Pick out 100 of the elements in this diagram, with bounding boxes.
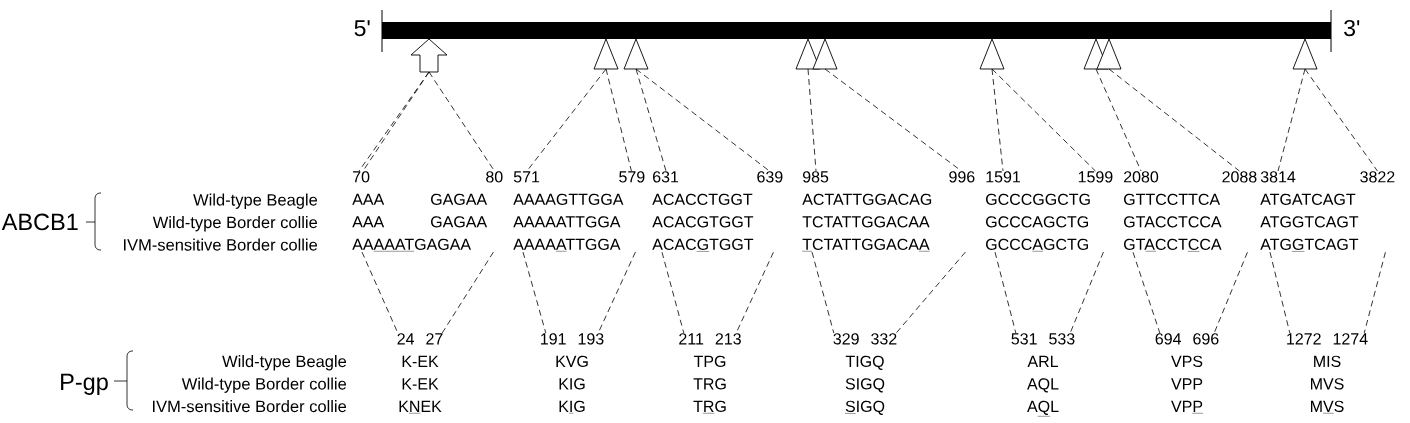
gene-label: P-gp (61, 373, 108, 395)
leader-line (991, 68, 1004, 172)
amino-acid-sequence: MVS (1311, 378, 1344, 390)
position-number: 1599 (1078, 171, 1113, 183)
leader-line (1304, 68, 1378, 172)
position-number: 27 (426, 333, 443, 345)
leader-line (895, 251, 966, 334)
dna-sequence: ACACGTGGT (652, 238, 754, 252)
row-label: IVM-sensitive Border collie (124, 238, 318, 251)
triangle-marker (593, 38, 619, 70)
position-number: 70 (353, 171, 370, 183)
position-number: 985 (802, 171, 829, 183)
position-number: 639 (757, 171, 783, 183)
dna-sequence: ACACGTGGT (652, 216, 754, 228)
position-number: 3822 (1360, 171, 1395, 183)
dna-sequence: GTTCCTTCA (1124, 193, 1221, 206)
dna-sequence: ATGGTCAGT (1260, 216, 1359, 228)
row-label: Wild-type Border collie (152, 216, 318, 232)
leader-line (1363, 251, 1386, 334)
position-number: 329 (833, 333, 859, 345)
leader-line (1132, 251, 1161, 334)
triangle-marker (623, 38, 649, 70)
dna-sequence: AAAAGTTGGA (513, 193, 624, 206)
position-number: 1274 (1333, 333, 1368, 345)
position-number: 2088 (1222, 171, 1257, 183)
position-number: 1591 (986, 171, 1020, 183)
position-number: 579 (619, 171, 645, 183)
row-label: Wild-type Beagle (193, 193, 318, 209)
leader-line (807, 68, 817, 172)
leader-line (428, 71, 495, 172)
position-number: 332 (871, 333, 897, 345)
position-number: 2080 (1124, 171, 1159, 183)
amino-acid-sequence: TIGQ (845, 355, 884, 370)
leader-line (991, 68, 1096, 172)
row-label: IVM-sensitive Border collie (153, 400, 347, 413)
leader-line (811, 251, 835, 334)
leader-line (1095, 68, 1142, 172)
amino-acid-sequence: VPP (1171, 378, 1203, 390)
dna-sequence: ATGATCAGT (1260, 193, 1356, 206)
amino-acid-sequence: AQL (1027, 378, 1059, 393)
leader-line (526, 68, 607, 172)
dna-sequence: TCTATTGGACAA (802, 216, 930, 228)
leader-line (1269, 251, 1291, 334)
dna-sequence: GTACCTCCA (1124, 216, 1222, 228)
dna-sequence: GAGAA (431, 193, 488, 206)
leader-line (1108, 68, 1240, 172)
leader-line (635, 68, 667, 172)
leader-line (994, 251, 1017, 334)
dna-sequence: GTACCTCCA (1124, 238, 1222, 252)
leader-line (1069, 251, 1104, 334)
position-number: 211 (679, 333, 704, 345)
amino-acid-sequence: TRG (693, 400, 726, 414)
position-number: 213 (715, 333, 741, 345)
arrow-marker (410, 38, 448, 73)
position-number: 631 (653, 171, 679, 183)
triangle-marker (1096, 38, 1122, 70)
amino-acid-sequence: VPS (1171, 355, 1203, 368)
leader-line (635, 68, 770, 172)
leader-line (661, 251, 685, 334)
position-number: 3814 (1260, 171, 1296, 183)
dna-sequence: GCCCAGCTG (986, 216, 1088, 228)
amino-acid-sequence: MIS (1314, 355, 1341, 368)
position-number: 80 (486, 171, 503, 183)
dna-sequence: AAA (352, 216, 385, 228)
leader-line (1213, 251, 1248, 334)
dna-sequence: AAAAATTGGA (513, 216, 621, 228)
dna-sequence: AAAAATGAGAA (352, 238, 472, 252)
amino-acid-sequence: TRG (693, 378, 726, 390)
position-number: 191 (541, 333, 566, 345)
amino-acid-sequence: K-EK (402, 378, 439, 390)
leader-line (605, 68, 632, 172)
position-number: 24 (397, 333, 415, 345)
position-number: 571 (513, 171, 540, 183)
position-number: 996 (949, 171, 975, 183)
dna-sequence: AAAAATTGGA (513, 238, 621, 252)
position-number: 533 (1049, 333, 1075, 345)
gene-label: ABCB1 (1, 213, 78, 231)
amino-acid-sequence: VPP (1171, 400, 1204, 414)
end-label: 5' (354, 20, 370, 37)
dna-sequence: ATGGTCAGT (1260, 238, 1359, 252)
amino-acid-sequence: SIGQ (844, 400, 885, 415)
position-number: 193 (578, 333, 604, 345)
dna-sequence: ACACCTGGT (652, 193, 753, 206)
amino-acid-sequence: KVG (556, 355, 588, 368)
leader-line (824, 68, 962, 172)
position-number: 696 (1193, 333, 1219, 345)
amino-acid-sequence: SIGQ (845, 378, 885, 393)
triangle-marker (979, 38, 1005, 70)
dna-sequence: GCCCGGCTG (986, 193, 1090, 206)
position-number: 1272 (1287, 333, 1321, 345)
amino-acid-sequence: K-EK (402, 355, 439, 367)
dna-sequence: GAGAA (431, 216, 488, 228)
triangle-marker (812, 38, 838, 70)
dna-sequence: ACTATTGGACAG (802, 193, 932, 206)
dna-sequence: GCCCAGCTG (986, 238, 1088, 252)
position-number: 694 (1155, 333, 1182, 345)
triangle-marker (1292, 38, 1318, 70)
row-label: Wild-type Border collie (181, 377, 347, 393)
leader-line (522, 251, 547, 334)
amino-acid-sequence: ARL (1027, 355, 1059, 367)
